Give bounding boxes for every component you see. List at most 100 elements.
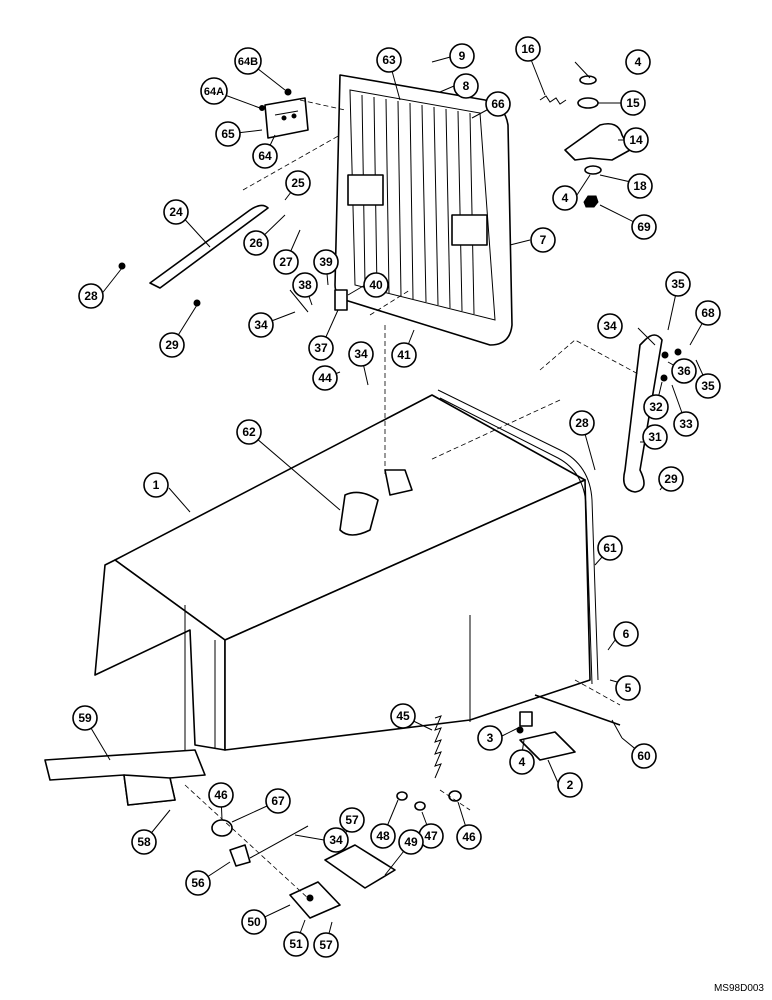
svg-text:6: 6 — [623, 627, 630, 641]
callout-25: 25 — [285, 170, 311, 196]
callout-65: 65 — [215, 121, 241, 147]
svg-text:64B: 64B — [238, 56, 258, 68]
svg-text:40: 40 — [369, 278, 383, 292]
svg-text:24: 24 — [169, 205, 183, 219]
support-rod-left — [118, 204, 269, 307]
callout-64a: 64A — [200, 77, 228, 105]
callout-46: 46 — [208, 782, 234, 808]
callout-34: 34 — [248, 312, 274, 338]
callout-57: 57 — [313, 932, 339, 958]
svg-text:49: 49 — [404, 835, 418, 849]
callout-2: 2 — [557, 772, 583, 798]
svg-text:61: 61 — [603, 541, 617, 555]
callout-16: 16 — [515, 36, 541, 62]
svg-text:60: 60 — [637, 749, 651, 763]
callout-44: 44 — [312, 365, 338, 391]
callout-63: 63 — [376, 47, 402, 73]
callout-34: 34 — [597, 313, 623, 339]
callout-49: 49 — [398, 829, 424, 855]
callout-34: 34 — [323, 827, 349, 853]
callout-4: 4 — [509, 749, 535, 775]
svg-text:38: 38 — [298, 278, 312, 292]
svg-text:4: 4 — [635, 55, 642, 69]
support-arm-right — [622, 334, 682, 493]
side-seal-strip — [437, 389, 599, 685]
lower-rod — [534, 694, 623, 739]
svg-text:32: 32 — [649, 400, 663, 414]
callout-7: 7 — [530, 227, 556, 253]
callout-29: 29 — [658, 466, 684, 492]
callout-36: 36 — [671, 358, 697, 384]
callout-18: 18 — [627, 173, 653, 199]
svg-text:26: 26 — [249, 236, 263, 250]
svg-text:34: 34 — [329, 833, 343, 847]
svg-text:8: 8 — [463, 79, 470, 93]
svg-text:4: 4 — [519, 755, 526, 769]
callout-67: 67 — [265, 788, 291, 814]
svg-text:28: 28 — [575, 416, 589, 430]
spring — [434, 715, 442, 779]
svg-text:18: 18 — [633, 179, 647, 193]
callout-58: 58 — [131, 829, 157, 855]
callout-4: 4 — [625, 49, 651, 75]
svg-text:39: 39 — [319, 255, 333, 269]
svg-text:50: 50 — [247, 915, 261, 929]
svg-text:33: 33 — [679, 417, 693, 431]
svg-text:59: 59 — [78, 711, 92, 725]
svg-text:29: 29 — [165, 338, 179, 352]
svg-text:35: 35 — [671, 277, 685, 291]
svg-text:62: 62 — [242, 425, 256, 439]
svg-text:14: 14 — [629, 133, 643, 147]
svg-text:46: 46 — [214, 788, 228, 802]
svg-text:34: 34 — [354, 347, 368, 361]
svg-text:48: 48 — [376, 829, 390, 843]
svg-text:28: 28 — [84, 289, 98, 303]
svg-text:68: 68 — [701, 306, 715, 320]
svg-text:58: 58 — [137, 835, 151, 849]
callout-33: 33 — [673, 411, 699, 437]
svg-text:64A: 64A — [204, 86, 224, 98]
callout-6: 6 — [613, 621, 639, 647]
svg-text:45: 45 — [396, 709, 410, 723]
svg-text:65: 65 — [221, 127, 235, 141]
callout-51: 51 — [283, 931, 309, 957]
svg-text:67: 67 — [271, 794, 285, 808]
callout-62: 62 — [236, 419, 262, 445]
callout-64: 64 — [252, 143, 278, 169]
svg-text:44: 44 — [318, 371, 332, 385]
svg-text:56: 56 — [191, 876, 205, 890]
svg-text:63: 63 — [382, 53, 396, 67]
svg-text:51: 51 — [289, 937, 303, 951]
rear-grille — [334, 74, 513, 346]
svg-text:46: 46 — [462, 830, 476, 844]
callout-39: 39 — [313, 249, 339, 275]
svg-text:25: 25 — [291, 176, 305, 190]
callout-29: 29 — [159, 332, 185, 358]
svg-text:7: 7 — [540, 233, 547, 247]
callout-61: 61 — [597, 535, 623, 561]
hood-panel — [94, 394, 591, 751]
svg-text:41: 41 — [397, 348, 411, 362]
callout-57: 57 — [339, 807, 365, 833]
svg-text:47: 47 — [424, 829, 438, 843]
hinge-plate — [259, 88, 309, 139]
callout-26: 26 — [243, 230, 269, 256]
callout-5: 5 — [615, 675, 641, 701]
callout-48: 48 — [370, 823, 396, 849]
svg-text:64: 64 — [258, 149, 272, 163]
callout-15: 15 — [620, 90, 646, 116]
svg-text:3: 3 — [487, 731, 494, 745]
svg-text:31: 31 — [648, 430, 662, 444]
callout-3: 3 — [477, 725, 503, 751]
hinge-bracket-bottom — [516, 711, 576, 761]
callouts: 1 2 3 4 4 4 5 6 7 8 9 14 15 16 18 24 25 … — [72, 36, 721, 958]
callout-40: 40 — [363, 272, 389, 298]
callout-27: 27 — [273, 249, 299, 275]
svg-text:69: 69 — [637, 220, 651, 234]
callout-9: 9 — [449, 43, 475, 69]
callout-41: 41 — [391, 342, 417, 368]
callout-35: 35 — [695, 373, 721, 399]
callout-28: 28 — [569, 410, 595, 436]
callout-14: 14 — [623, 127, 649, 153]
